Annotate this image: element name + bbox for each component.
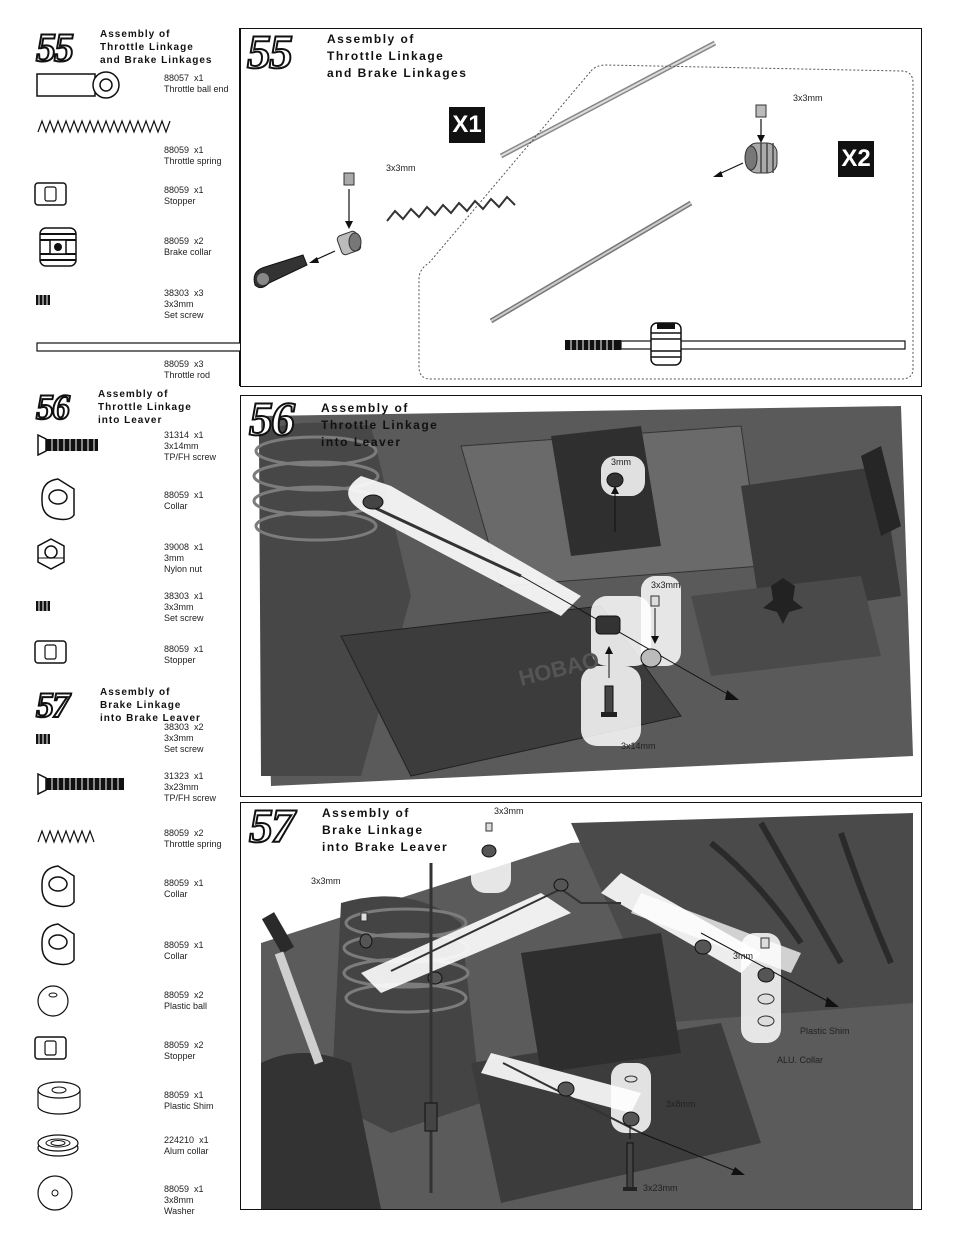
collar-icon [41,478,75,521]
step-57-diagram: 57 Assembly of Brake Linkage into Brake … [240,802,922,1210]
ball-end-icon [36,71,120,99]
part-item: 88059 x1 Stopper [164,185,204,206]
part-item: 88059 x1 Stopper [164,644,204,665]
step-55-big-title: Assembly of Throttle Linkage and Brake L… [327,31,467,82]
spring-icon [37,829,95,844]
part-item: 88059 x1 Throttle spring [164,145,222,166]
part-item: 31314 x1 3x14mm TP/FH screw [164,430,217,462]
part-item: 88059 x1 Collar [164,940,204,961]
part-item: 88059 x1 Collar [164,878,204,899]
title-line: into Leaver [321,435,402,449]
part-item: 88059 x2 Stopper [164,1040,204,1061]
setscrew-label: 3x3mm [494,806,524,816]
set-screw-icon [36,601,50,611]
plastic-shim-label: Plastic Shim [800,1026,850,1036]
title-line: and Brake Linkages [100,55,213,66]
chassis-throttle-drawing: HOBAO [241,396,921,796]
part-item: 88059 x1 Collar [164,490,204,511]
set-screw-icon [36,295,50,305]
part-item: 88059 x3 Throttle rod [164,359,211,380]
step-56-diagram: HOBAO 56 Assembly of Throttle Linkage in… [240,395,922,797]
title-line: Throttle Linkage [321,418,439,432]
alu-collar-label: ALU. Collar [777,1055,824,1065]
title-line: Assembly of [98,389,169,400]
step-55-title: Assembly of Throttle Linkage and Brake L… [100,28,212,67]
title-line: Assembly of [322,806,410,820]
plastic-ball-icon [37,985,69,1017]
spring-icon [37,119,171,134]
part-item: 88059 x2 Plastic ball [164,990,208,1011]
nut-label: 3mm [611,457,631,467]
title-line: Assembly of [321,401,409,415]
title-line: into Brake Leaver [322,840,449,854]
step-57-number: 57 [35,685,71,725]
title-line: into Brake Leaver [100,713,201,724]
part-item: 88059 x2 Brake collar [164,236,212,257]
title-line: Throttle Linkage [100,42,194,53]
title-line: and Brake Linkages [327,66,468,80]
plastic-shim-icon [37,1081,81,1115]
title-line: Assembly of [327,32,415,46]
x1-badge: X1 [449,107,485,143]
step-57-big-number: 57 [248,802,296,853]
screw-label: 3x23mm [643,1183,678,1193]
title-line: Assembly of [100,687,171,698]
nylon-nut-icon [37,538,65,570]
stopper-icon [34,640,67,664]
set-screw-icon [36,734,50,744]
title-line: Brake Linkage [322,823,424,837]
step-56-number: 56 [35,387,71,427]
step-55-number: 55 [35,25,75,70]
part-item: 224210 x1 Alum collar [164,1135,209,1156]
part-item: 38303 x3 3x3mm Set screw [164,288,204,320]
part-item: 88059 x1 Plastic Shim [164,1090,214,1111]
step-56-title: Assembly of Throttle Linkage into Leaver [98,388,192,427]
part-item: 88059 x1 3x8mm Washer [164,1184,204,1216]
setscrew-label: 3x3mm [651,580,681,590]
alum-collar-icon [37,1134,79,1157]
column-divider [239,28,240,386]
stopper-icon [34,1036,67,1060]
part-item: 31323 x1 3x23mm TP/FH screw [164,771,217,803]
title-line: Brake Linkage [100,700,182,711]
chassis-brake-drawing [241,803,921,1209]
washer-label: 3x8mm [666,1099,696,1109]
step-57-title: Assembly of Brake Linkage into Brake Lea… [100,686,201,725]
washer-icon [37,1175,73,1211]
title-line: into Leaver [98,415,163,426]
step-55-diagram: 55 Assembly of Throttle Linkage and Brak… [240,28,922,387]
brake-collar-icon [39,227,77,267]
throttle-linkage-drawing [253,40,914,380]
collar-icon [41,923,75,966]
part-item: 39008 x1 3mm Nylon nut [164,542,204,574]
nut-label: 3mm [733,951,753,961]
collar-icon [41,865,75,908]
part-item: 88059 x2 Throttle spring [164,828,222,849]
setscrew-label: 3x3mm [386,163,416,173]
setscrew-label: 3x3mm [793,93,823,103]
screw-icon [37,773,124,795]
part-item: 38303 x1 3x3mm Set screw [164,591,204,623]
x2-badge: X2 [838,141,874,177]
step-57-big-title: Assembly of Brake Linkage into Brake Lea… [322,805,448,856]
stopper-icon [34,182,67,206]
step-56-big-title: Assembly of Throttle Linkage into Leaver [321,400,438,451]
title-line: Throttle Linkage [327,49,445,63]
step-55-big-number: 55 [246,28,294,79]
screw-label: 3x14mm [621,741,656,751]
part-item: 88057 x1 Throttle ball end [164,73,229,94]
setscrew-label: 3x3mm [311,876,341,886]
step-56-big-number: 56 [248,395,296,446]
screw-icon [37,434,98,456]
title-line: Assembly of [100,29,171,40]
part-item: 38303 x2 3x3mm Set screw [164,722,204,754]
title-line: Throttle Linkage [98,402,192,413]
